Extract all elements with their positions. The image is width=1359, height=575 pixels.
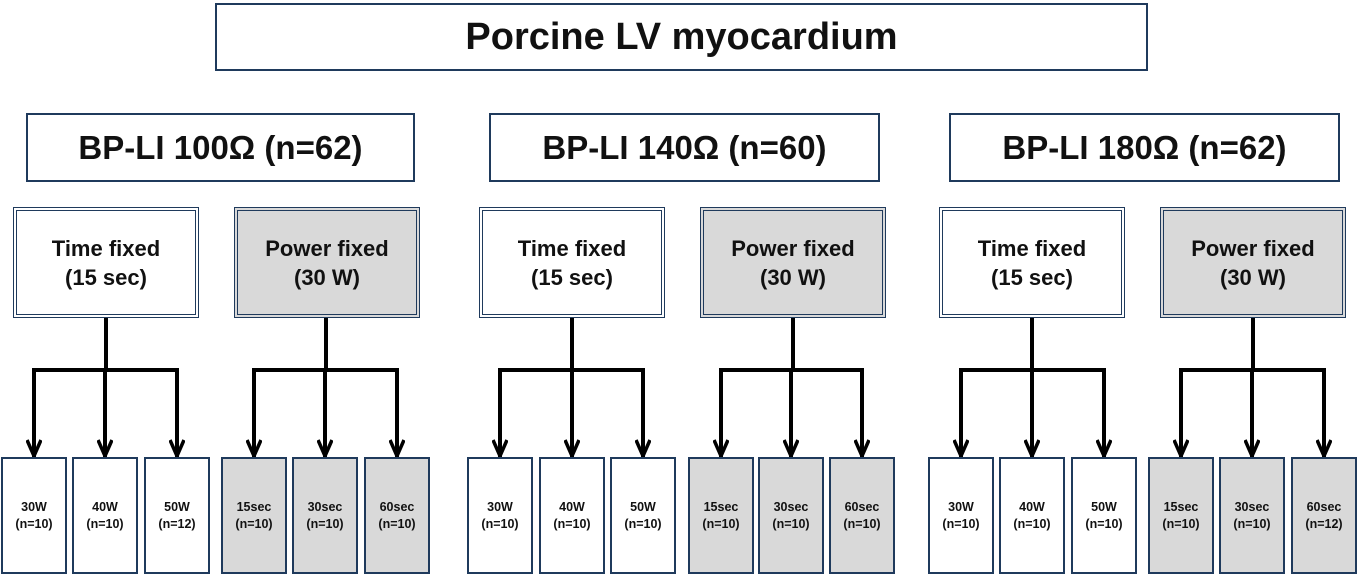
- leaf-label: 30sec: [307, 499, 343, 514]
- leaf-box-g1-60sec: 60sec (n=10): [364, 457, 430, 574]
- leaf-box-g3-30w: 30W (n=10): [928, 457, 994, 574]
- time-fixed-box-g3: Time fixed (15 sec): [939, 207, 1125, 318]
- power-fixed-title: Power fixed: [265, 235, 389, 261]
- leaf-count: (n=10): [942, 516, 980, 531]
- leaf-label: 40W: [559, 499, 585, 514]
- leaf-box-g1-40w: 40W (n=10): [72, 457, 138, 574]
- leaf-box-g3-15sec: 15sec (n=10): [1148, 457, 1214, 574]
- leaf-count: (n=12): [158, 516, 196, 531]
- leaf-label: 60sec: [379, 499, 415, 514]
- leaf-count: (n=12): [1305, 516, 1343, 531]
- leaf-count: (n=10): [235, 516, 273, 531]
- leaf-count: (n=10): [481, 516, 519, 531]
- leaf-count: (n=10): [1162, 516, 1200, 531]
- leaf-count: (n=10): [843, 516, 881, 531]
- diagram-title: Porcine LV myocardium: [215, 3, 1148, 71]
- leaf-label: 50W: [630, 499, 656, 514]
- leaf-count: (n=10): [1013, 516, 1051, 531]
- leaf-box-g2-60sec: 60sec (n=10): [829, 457, 895, 574]
- leaf-count: (n=10): [624, 516, 662, 531]
- leaf-label: 15sec: [703, 499, 739, 514]
- leaf-label: 30W: [948, 499, 974, 514]
- leaf-box-g3-60sec: 60sec (n=12): [1291, 457, 1357, 574]
- leaf-count: (n=10): [86, 516, 124, 531]
- time-fixed-box-g1: Time fixed (15 sec): [13, 207, 199, 318]
- group-box-bp-li-180: BP-LI 180Ω (n=62): [949, 113, 1340, 182]
- power-fixed-title: Power fixed: [1191, 235, 1315, 261]
- leaf-box-g1-15sec: 15sec (n=10): [221, 457, 287, 574]
- power-fixed-box-g1: Power fixed (30 W): [234, 207, 420, 318]
- leaf-label: 30W: [21, 499, 47, 514]
- time-fixed-title: Time fixed: [977, 235, 1087, 261]
- power-fixed-subtitle: (30 W): [1220, 264, 1286, 290]
- power-fixed-subtitle: (30 W): [760, 264, 826, 290]
- leaf-box-g1-30sec: 30sec (n=10): [292, 457, 358, 574]
- leaf-count: (n=10): [1233, 516, 1271, 531]
- leaf-label: 50W: [164, 499, 190, 514]
- leaf-label: 30sec: [773, 499, 809, 514]
- power-fixed-title: Power fixed: [731, 235, 855, 261]
- leaf-box-g2-40w: 40W (n=10): [539, 457, 605, 574]
- leaf-box-g1-50w: 50W (n=12): [144, 457, 210, 574]
- leaf-box-g1-30w: 30W (n=10): [1, 457, 67, 574]
- time-fixed-subtitle: (15 sec): [991, 264, 1073, 290]
- leaf-count: (n=10): [702, 516, 740, 531]
- leaf-label: 60sec: [844, 499, 880, 514]
- leaf-label: 30W: [487, 499, 513, 514]
- power-fixed-subtitle: (30 W): [294, 264, 360, 290]
- leaf-box-g2-30sec: 30sec (n=10): [758, 457, 824, 574]
- leaf-box-g2-50w: 50W (n=10): [610, 457, 676, 574]
- leaf-count: (n=10): [306, 516, 344, 531]
- time-fixed-title: Time fixed: [517, 235, 627, 261]
- leaf-box-g3-30sec: 30sec (n=10): [1219, 457, 1285, 574]
- group-box-bp-li-140: BP-LI 140Ω (n=60): [489, 113, 880, 182]
- leaf-count: (n=10): [15, 516, 53, 531]
- leaf-box-g3-40w: 40W (n=10): [999, 457, 1065, 574]
- leaf-box-g2-30w: 30W (n=10): [467, 457, 533, 574]
- time-fixed-subtitle: (15 sec): [65, 264, 147, 290]
- leaf-label: 15sec: [236, 499, 272, 514]
- leaf-label: 40W: [1019, 499, 1045, 514]
- leaf-box-g2-15sec: 15sec (n=10): [688, 457, 754, 574]
- group-box-bp-li-100: BP-LI 100Ω (n=62): [26, 113, 415, 182]
- leaf-count: (n=10): [772, 516, 810, 531]
- leaf-label: 60sec: [1306, 499, 1342, 514]
- leaf-label: 50W: [1091, 499, 1117, 514]
- leaf-count: (n=10): [378, 516, 416, 531]
- leaf-label: 15sec: [1163, 499, 1199, 514]
- leaf-count: (n=10): [1085, 516, 1123, 531]
- time-fixed-title: Time fixed: [51, 235, 161, 261]
- leaf-label: 40W: [92, 499, 118, 514]
- power-fixed-box-g2: Power fixed (30 W): [700, 207, 886, 318]
- time-fixed-box-g2: Time fixed (15 sec): [479, 207, 665, 318]
- leaf-box-g3-50w: 50W (n=10): [1071, 457, 1137, 574]
- leaf-count: (n=10): [553, 516, 591, 531]
- power-fixed-box-g3: Power fixed (30 W): [1160, 207, 1346, 318]
- leaf-label: 30sec: [1234, 499, 1270, 514]
- time-fixed-subtitle: (15 sec): [531, 264, 613, 290]
